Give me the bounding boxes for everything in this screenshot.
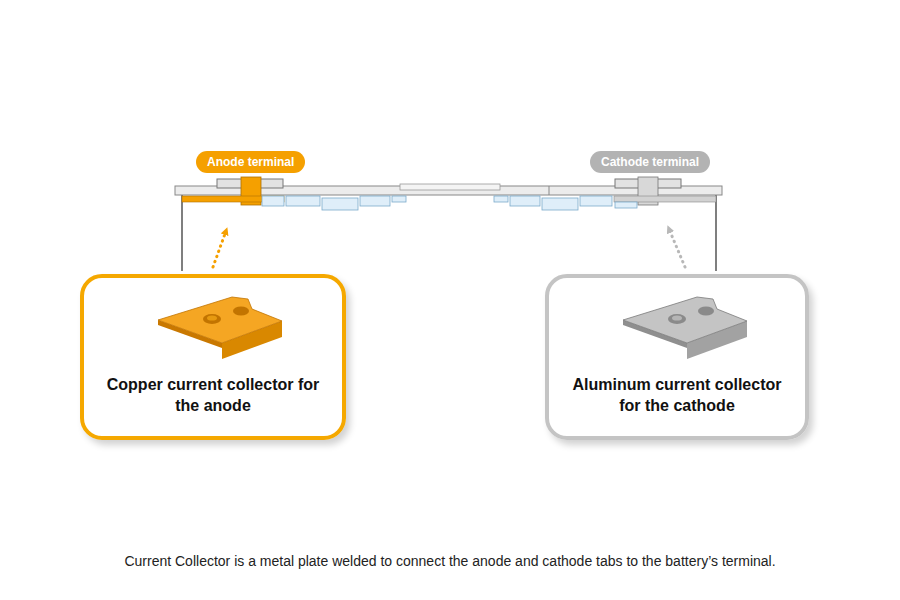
callout-box: Copper current collector for the anode bbox=[80, 274, 346, 440]
callout-box: Aluminum current collector for the catho… bbox=[545, 274, 809, 440]
copper-collector bbox=[158, 297, 282, 359]
node-text: Anode terminal bbox=[207, 154, 294, 170]
leader-line bbox=[669, 229, 685, 267]
node-text: Copper current collector for the anode bbox=[98, 374, 328, 416]
aluminum-collector bbox=[623, 297, 747, 359]
cell-cross-section bbox=[175, 177, 722, 271]
node-text: Aluminum current collector for the catho… bbox=[563, 374, 791, 416]
node-text: Cathode terminal bbox=[601, 154, 699, 170]
terminal-badge: Cathode terminal bbox=[590, 151, 710, 173]
terminal-badge: Anode terminal bbox=[196, 151, 305, 173]
leader-line bbox=[213, 231, 226, 267]
caption: Current Collector is a metal plate welde… bbox=[0, 553, 900, 569]
